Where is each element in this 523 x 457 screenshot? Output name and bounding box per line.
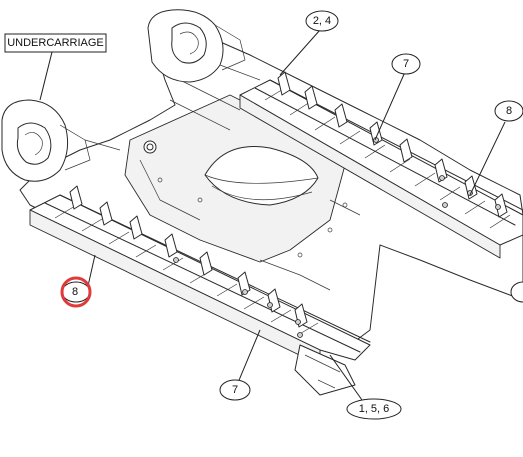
- callout-7-top: 7: [391, 53, 421, 75]
- callout-7-bottom-label: 7: [232, 384, 238, 396]
- highlight-ring: [60, 276, 92, 308]
- callout-2-4-label: 2, 4: [313, 15, 331, 27]
- upper-rail: [239, 71, 523, 259]
- undercarriage-label: UNDERCARRIAGE: [7, 37, 104, 49]
- callout-8-right-label: 8: [506, 105, 512, 117]
- callout-8-left-label: 8: [72, 286, 78, 298]
- callout-cut-right: [510, 281, 523, 303]
- rear-mount-top: [147, 9, 261, 83]
- callout-7-top-label: 7: [403, 58, 409, 70]
- callout-undercarriage: UNDERCARRIAGE: [4, 33, 107, 53]
- leader-lines: [39, 29, 506, 401]
- callout-8-right: 8: [494, 100, 523, 122]
- lower-rail: [29, 185, 371, 396]
- callout-8-left-highlighted: 8: [60, 276, 92, 308]
- front-mount-left: [1, 99, 121, 182]
- callout-2-4: 2, 4: [305, 10, 339, 32]
- callout-1-5-6: 1, 5, 6: [346, 398, 402, 420]
- callout-1-5-6-label: 1, 5, 6: [359, 403, 390, 415]
- callout-7-bottom: 7: [219, 379, 251, 401]
